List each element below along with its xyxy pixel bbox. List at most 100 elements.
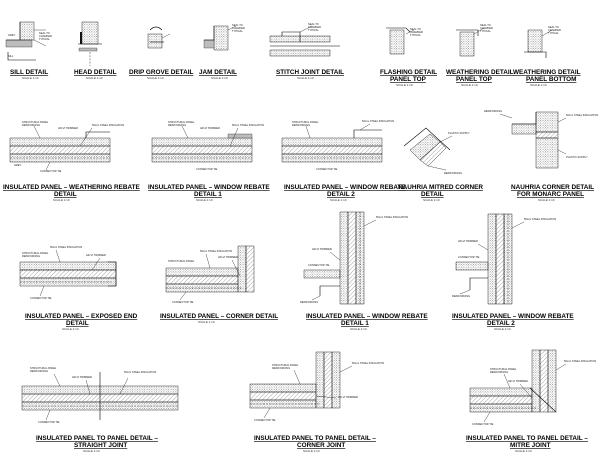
note: REINFORCING: [30, 369, 48, 373]
note: SEAL TO: [410, 27, 421, 31]
detail-title: FOR MONARC PANEL: [517, 191, 584, 198]
note: CONNECTOR TIE: [472, 422, 494, 426]
scale-label: SCALE 1:10: [494, 327, 511, 331]
scale-label: SCALE 1:10: [22, 76, 39, 80]
window-rebate-1b-drawing: 50mm STEEL INSULATION HD-VI TRIMMER CONN…: [300, 211, 408, 305]
detail-title: PANEL TOP: [390, 76, 427, 83]
note: HD-VI TRIMMER: [72, 375, 92, 379]
note: REINFORCING: [22, 254, 40, 258]
detail-title: INSULATED PANEL TO PANEL DETAIL –: [36, 435, 158, 442]
note: 50mm STEEL INSULATION: [50, 245, 82, 249]
detail-title: STRAIGHT JOINT: [74, 442, 127, 449]
note: CONNECTOR TIE: [172, 300, 194, 304]
note: CHAMFER: [39, 34, 52, 38]
scale-label: SCALE 1:10: [211, 76, 228, 80]
note: CHAMFER: [548, 28, 561, 32]
scale-label: SCALE 1:10: [461, 83, 478, 87]
note: 50mm STEEL INSULATION: [524, 217, 556, 221]
note: STRUCTURAL PANEL: [292, 120, 319, 124]
scale-label: SCALE 1:10: [196, 198, 213, 202]
note: REINFORCING: [272, 366, 290, 370]
detail-title: DRIP GROVE DETAIL: [129, 69, 193, 76]
detail-title: DETAIL: [421, 191, 444, 198]
note: TYPICAL: [39, 37, 50, 41]
scale-label: SCALE 1:10: [83, 449, 100, 453]
note: SILL: [8, 54, 14, 58]
scale-label: SCALE 1:10: [330, 198, 347, 202]
detail-title: FLASHING DETAIL: [380, 69, 437, 76]
note: STRUCTURAL PANEL: [490, 367, 517, 371]
detail-title: STITCH JOINT DETAIL: [276, 69, 344, 76]
detail-title: INSULATED PANEL TO PANEL DETAIL –: [254, 435, 376, 442]
note: TYPICAL: [308, 28, 319, 32]
note: CHAMFER: [410, 30, 423, 34]
note: REINFORCING: [168, 123, 186, 127]
note: 50mm STEEL INSULATION: [200, 249, 232, 253]
note: TYPICAL: [232, 29, 243, 33]
note: CHAMFER: [232, 26, 245, 30]
note: SEAL TO: [308, 22, 319, 26]
jam-detail-drawing: SEAL TO CHAMFER TYPICAL: [203, 23, 245, 51]
note: REINFORCING: [22, 123, 40, 127]
note: HD-VI TRIMMER: [58, 126, 78, 130]
sill-detail-drawing: SEAL TO CHAMFER TYPICAL GREY SILL: [5, 21, 52, 61]
note: REINFORCING: [444, 171, 462, 175]
note: 50mm STEEL INSULATION: [362, 119, 394, 123]
note: STRUCTURAL PANEL: [30, 366, 57, 370]
note: PLASTIC SUPPLY: [448, 131, 470, 135]
note: HD-VI TRIMMER: [200, 126, 220, 130]
flashing-detail-drawing: SEAL TO CHAMFER TYPICAL: [386, 27, 423, 55]
scale-label: SCALE 1:10: [538, 198, 555, 202]
note: CHAMFER: [308, 25, 321, 29]
detail-title: DETAIL: [54, 191, 77, 198]
note: CONNECTOR TIE: [308, 263, 330, 267]
detail-title: DETAIL 2: [487, 320, 515, 327]
note: HD-VI TRIMMER: [458, 239, 478, 243]
detail-title: NAUHRIA CORNER DETAIL: [511, 184, 594, 191]
detail-title: WEATHERING DETAIL: [513, 69, 581, 76]
note: 50mm STEEL INSULATION: [376, 215, 408, 219]
note: 50mm STEEL INSULATION: [92, 123, 124, 127]
mitre-joint-drawing: STRUCTURAL PANEL REINFORCING 50mm STEEL …: [469, 349, 596, 426]
note: REINFORCING: [292, 123, 310, 127]
detail-title: INSULATED PANEL – WINDOW REBATE: [306, 313, 428, 320]
detail-title: INSULATED PANEL – WINDOW REBATE: [148, 184, 270, 191]
note: STRUCTURAL PANEL: [22, 251, 49, 255]
weathering-top-drawing: SEAL TO CHAMFER TYPICAL: [456, 23, 493, 57]
scale-label: SCALE 1:10: [147, 76, 164, 80]
note: CONNECTOR TIE: [30, 296, 52, 300]
note: SEAL TO: [39, 31, 50, 35]
scale-label: SCALE 1:10: [350, 327, 367, 331]
note: CONNECTOR TIE: [196, 167, 218, 171]
scale-label: SCALE 1:10: [86, 76, 103, 80]
note: HD-VI TRIMMER: [338, 395, 358, 399]
note: PLASTIC SUPPLY: [566, 155, 588, 159]
note: 50mm STEEL INSULATION: [566, 113, 598, 117]
scale-label: SCALE 1:10: [423, 198, 440, 202]
detail-title: INSULATED PANEL – EXPOSED END: [25, 313, 138, 320]
note: CONNECTOR TIE: [316, 167, 338, 171]
corner-joint-drawing: STRUCTURAL PANEL REINFORCING 50mm STEEL …: [249, 351, 384, 422]
detail-title: CORNER JOINT: [297, 442, 345, 449]
detail-title: INSULATED PANEL – WEATHERING REBATE: [3, 184, 141, 191]
scale-label: SCALE 1:10: [303, 449, 320, 453]
note: SEAL TO: [232, 23, 243, 27]
detail-title: HEAD DETAIL: [74, 69, 117, 76]
scale-label: SCALE 1:10: [530, 83, 547, 87]
note: GREY: [8, 33, 16, 37]
note: 50mm STEEL INSULATION: [232, 123, 264, 127]
detail-title: NAUHRIA MITRED CORNER: [398, 184, 483, 191]
window-rebate-2b-drawing: 50mm STEEL INSULATION HD-VI TRIMMER CONN…: [452, 213, 556, 305]
note: STRUCTURAL PANEL: [168, 120, 195, 124]
note: HD-VI TRIMMER: [218, 255, 238, 259]
window-rebate-2-drawing: STRUCTURAL PANEL REINFORCING 50mm STEEL …: [281, 119, 394, 171]
note: HD-VI TRIMMER: [508, 379, 528, 383]
note: SEAL TO: [548, 25, 559, 29]
detail-title: SILL DETAIL: [10, 69, 48, 76]
detail-title: WEATHERING DETAIL: [446, 69, 514, 76]
note: REINFORCING: [452, 294, 470, 298]
note: STRUCTURAL PANEL: [168, 259, 195, 263]
detail-title: DETAIL 1: [194, 191, 222, 198]
note: 50mm STEEL INSULATION: [124, 370, 156, 374]
